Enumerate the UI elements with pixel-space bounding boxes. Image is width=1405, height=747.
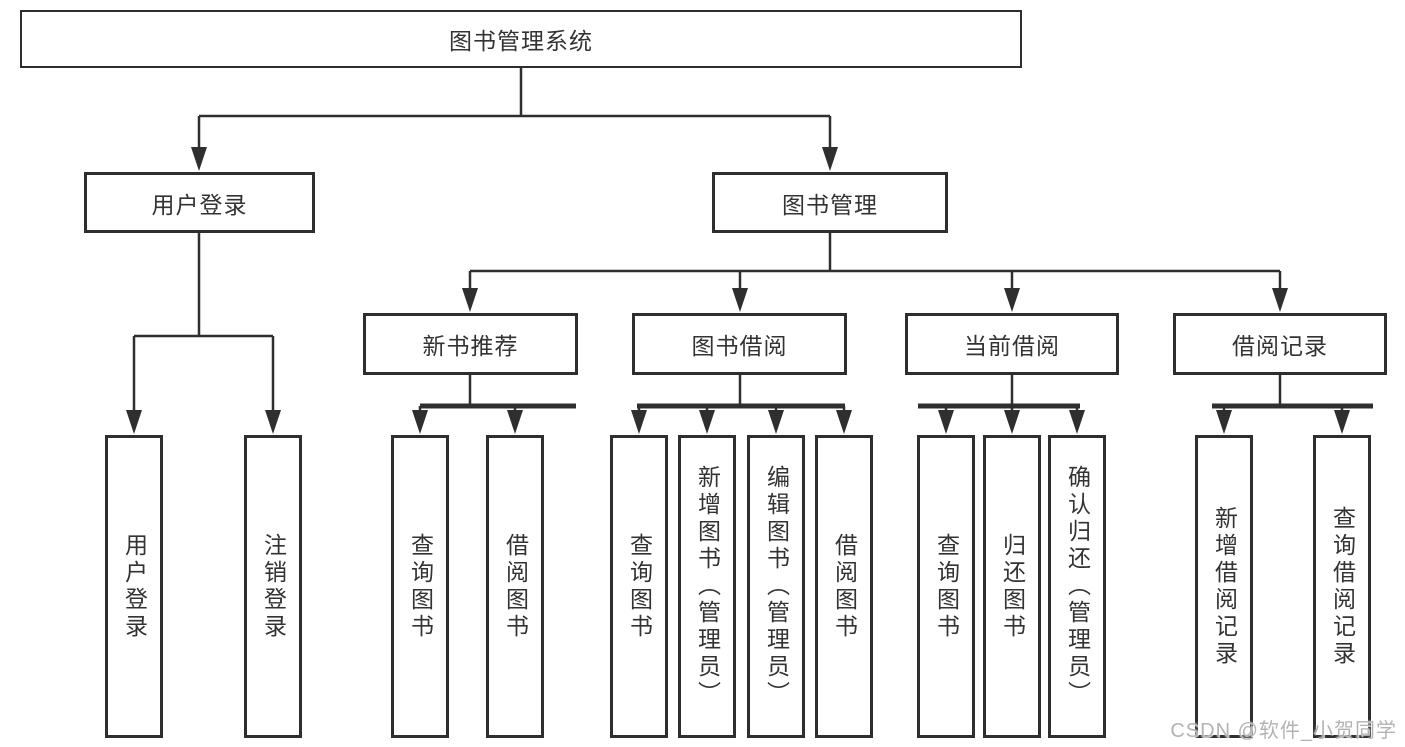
arrowhead-down-icon [822, 147, 838, 171]
node-label: 新书推荐 [422, 333, 519, 359]
node-label: 确认归还（管理员） [1064, 465, 1091, 708]
node-label: 借阅图书 [831, 532, 858, 641]
arrowhead-down-icon [1216, 410, 1232, 434]
arrowhead-down-icon [191, 147, 207, 171]
arrowhead-down-icon [699, 410, 715, 434]
node-label: 查询图书 [407, 532, 434, 641]
arrowhead-down-icon [265, 410, 281, 434]
node-label: 新增借阅记录 [1211, 505, 1238, 668]
node-label: 查询图书 [626, 532, 653, 641]
node-borrow-records: 借阅记录 [1173, 313, 1387, 375]
leaf-query-books-3: 查询图书 [917, 435, 975, 738]
arrowhead-down-icon [732, 288, 748, 312]
leaf-return-book: 归还图书 [983, 435, 1041, 738]
connector-sections-stems [418, 375, 1344, 422]
arrowhead-down-icon [462, 288, 478, 312]
arrowhead-down-icon [938, 410, 954, 434]
leaf-edit-book-admin: 编辑图书（管理员） [747, 435, 805, 738]
leaf-confirm-return-admin: 确认归还（管理员） [1048, 435, 1106, 738]
arrowhead-down-icon [631, 410, 647, 434]
node-book-borrowing: 图书借阅 [632, 313, 847, 375]
node-label: 查询图书 [933, 532, 960, 641]
arrowhead-down-icon [412, 410, 428, 434]
node-label: 图书管理系统 [449, 28, 593, 54]
node-label: 借阅记录 [1232, 333, 1328, 359]
connector-mgmt-to-sections [468, 233, 1282, 300]
leaf-query-books-2: 查询图书 [610, 435, 668, 738]
node-label: 用户登录 [151, 191, 248, 218]
node-label: 用户登录 [121, 532, 148, 641]
leaf-add-borrow-record: 新增借阅记录 [1195, 435, 1253, 738]
node-user-login: 用户登录 [84, 172, 315, 233]
node-label: 当前借阅 [964, 333, 1060, 359]
node-book-management: 图书管理 [712, 172, 948, 233]
node-new-book-recommend: 新书推荐 [363, 313, 578, 375]
leaf-query-borrow-record: 查询借阅记录 [1313, 435, 1371, 738]
arrowhead-down-icon [1334, 410, 1350, 434]
leaf-user-login: 用户登录 [105, 435, 163, 738]
node-label: 查询借阅记录 [1329, 505, 1356, 668]
node-label: 新增图书（管理员） [694, 465, 721, 708]
node-label: 归还图书 [999, 532, 1026, 641]
leaf-borrow-books-1: 借阅图书 [486, 435, 544, 738]
arrowhead-down-icon [1069, 410, 1085, 434]
node-current-borrowing: 当前借阅 [905, 313, 1119, 375]
node-library-management-system: 图书管理系统 [20, 10, 1022, 68]
leaf-logout: 注销登录 [244, 435, 302, 738]
node-label: 注销登录 [260, 532, 287, 641]
node-label: 借阅图书 [502, 532, 529, 641]
arrowhead-down-icon [836, 410, 852, 434]
leaf-borrow-books-2: 借阅图书 [815, 435, 873, 738]
connector-login-to-leaves [132, 233, 275, 422]
arrowhead-down-icon [1272, 288, 1288, 312]
arrowhead-down-icon [507, 410, 523, 434]
arrowhead-down-icon [1004, 410, 1020, 434]
node-label: 图书借阅 [691, 333, 788, 359]
connector-root-to-level2 [197, 68, 832, 160]
node-label: 图书管理 [782, 191, 878, 218]
arrowhead-down-icon [126, 410, 142, 434]
csdn-watermark: CSDN @软件_小贺同学 [1170, 720, 1397, 742]
node-label: 编辑图书（管理员） [763, 465, 790, 708]
leaf-query-books-1: 查询图书 [391, 435, 449, 738]
arrowhead-down-icon [768, 410, 784, 434]
leaf-add-book-admin: 新增图书（管理员） [678, 435, 736, 738]
arrowhead-down-icon [1004, 288, 1020, 312]
